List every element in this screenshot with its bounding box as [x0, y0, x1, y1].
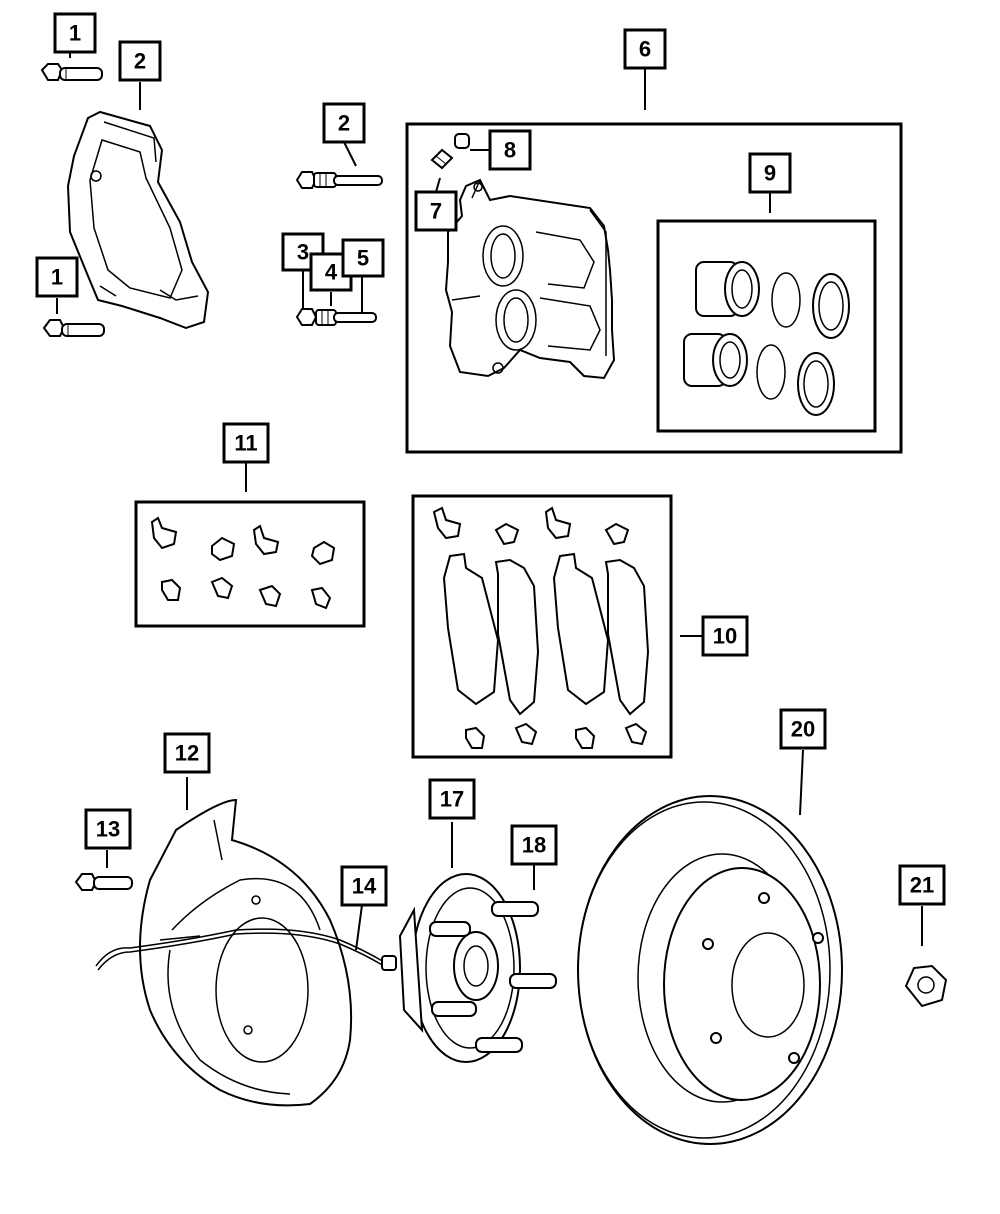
pad-clip-kit	[150, 516, 336, 610]
svg-text:8: 8	[504, 138, 516, 163]
callout-7: 7	[414, 190, 458, 232]
callout-14: 14	[340, 865, 388, 907]
callout-18: 18	[510, 824, 558, 866]
bleeder-screw	[430, 148, 454, 170]
svg-text:12: 12	[175, 741, 199, 766]
svg-text:5: 5	[357, 246, 369, 271]
svg-text:11: 11	[234, 431, 257, 456]
hub-bearing-assembly	[398, 873, 557, 1063]
clip-kit-frame	[134, 500, 366, 628]
callout-2-bracket: 2	[118, 40, 162, 82]
callout-6: 6	[623, 28, 667, 70]
svg-text:13: 13	[96, 817, 120, 842]
caliper-anchor-bracket	[66, 110, 210, 330]
brake-pad-kit	[432, 506, 650, 749]
svg-text:21: 21	[910, 873, 934, 898]
svg-text:7: 7	[430, 199, 442, 224]
callout-12: 12	[163, 732, 211, 774]
piston-seal-kit	[683, 261, 850, 416]
svg-text:1: 1	[69, 21, 81, 46]
guide-pin-bushing-set	[295, 308, 377, 326]
brake-splash-shield	[139, 798, 353, 1107]
wheel-speed-sensor-harness	[95, 928, 397, 971]
callout-1-lower: 1	[35, 256, 79, 298]
callout-1-upper: 1	[53, 12, 97, 54]
caliper-assembly-frame	[405, 122, 903, 454]
svg-text:4: 4	[325, 260, 338, 285]
callout-20: 20	[779, 708, 827, 750]
callout-9: 9	[748, 152, 792, 194]
callout-8: 8	[488, 129, 532, 171]
piston-seal-kit-frame	[656, 219, 877, 433]
caliper-bolt-upper	[40, 63, 103, 81]
callout-13: 13	[84, 808, 132, 850]
svg-text:9: 9	[764, 161, 776, 186]
brake-rotor	[577, 795, 843, 1145]
svg-text:10: 10	[713, 624, 737, 649]
callout-17: 17	[428, 778, 476, 820]
bleeder-cap	[454, 133, 470, 149]
lug-nut	[904, 964, 948, 1008]
svg-text:17: 17	[440, 787, 464, 812]
callout-10: 10	[701, 615, 749, 657]
shield-bolt	[74, 873, 133, 891]
svg-text:18: 18	[522, 833, 546, 858]
svg-text:20: 20	[791, 717, 815, 742]
svg-text:6: 6	[639, 37, 651, 62]
svg-text:14: 14	[352, 874, 377, 899]
callout-2-pin: 2	[322, 102, 366, 144]
callout-5: 5	[341, 238, 385, 278]
leader-lines	[56, 52, 923, 951]
brake-pad-kit-frame	[411, 494, 673, 759]
svg-text:2: 2	[134, 49, 146, 74]
callout-21: 21	[898, 864, 946, 906]
caliper-bolt-lower	[42, 319, 105, 337]
callout-11: 11	[222, 422, 270, 464]
svg-text:1: 1	[51, 265, 63, 290]
svg-text:3: 3	[297, 240, 309, 265]
svg-text:2: 2	[338, 111, 350, 136]
brake-caliper	[444, 178, 616, 380]
guide-pin	[295, 171, 383, 189]
